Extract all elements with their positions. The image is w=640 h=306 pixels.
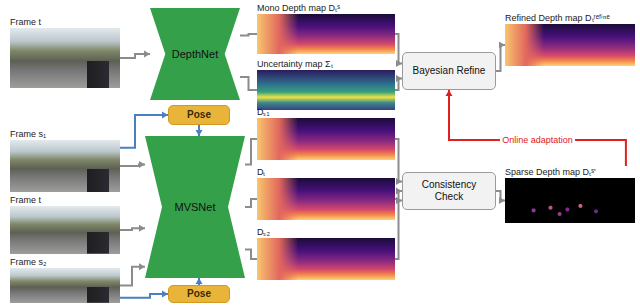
- image-thumbnail: [257, 70, 395, 110]
- image-thumbnail: [257, 238, 395, 280]
- connector: [395, 197, 402, 259]
- connector: [245, 199, 257, 207]
- depth-map: Refined Depth map Dₜʳᵉᶠⁱⁿᵉ: [505, 12, 635, 66]
- depth-map: Dₜ: [257, 166, 395, 220]
- node-label: Consistency Check: [407, 179, 491, 203]
- connector-line: [496, 45, 505, 71]
- connector: [196, 125, 203, 136]
- connector-line: [395, 139, 402, 182]
- image-caption: Dₛ₁: [257, 106, 270, 118]
- connector-line: [120, 294, 168, 298]
- input-frame: Frame s₁: [10, 128, 120, 192]
- node-label: Bayesian Refine: [413, 65, 486, 77]
- connector: [496, 42, 505, 72]
- image-thumbnail: [10, 28, 120, 88]
- connector: [120, 161, 145, 168]
- connector-line: [395, 201, 402, 260]
- connector: [240, 34, 257, 36]
- image-caption: Frame t: [10, 194, 41, 206]
- depthnet-network: DepthNet: [150, 8, 240, 100]
- image-caption: Dₜ: [257, 166, 266, 178]
- image-caption: Refined Depth map Dₜʳᵉᶠⁱⁿᵉ: [505, 12, 610, 24]
- edge-label: Online adaptation: [500, 135, 575, 146]
- depth-map: Dₛ₁: [257, 106, 395, 160]
- connector: [496, 191, 505, 204]
- image-caption: Dₛ₂: [257, 226, 270, 238]
- connector-line: [395, 34, 402, 63]
- input-frame: Frame t: [10, 16, 120, 88]
- image-thumbnail: [10, 140, 120, 192]
- node-label: Pose: [187, 288, 211, 300]
- arrow-head: [144, 51, 150, 58]
- connector: [120, 225, 145, 232]
- connector: [245, 250, 257, 259]
- image-thumbnail: [10, 268, 120, 303]
- process-box: Bayesian Refine: [402, 52, 496, 90]
- node-label: DepthNet: [172, 48, 218, 60]
- mvsnet-network: MVSNet: [145, 136, 245, 278]
- image-thumbnail: [257, 118, 395, 160]
- image-caption: Sparse Depth map Dₜˢ': [505, 166, 596, 178]
- image-thumbnail: [505, 178, 635, 223]
- input-frame: Frame t: [10, 194, 120, 254]
- node-label: MVSNet: [175, 201, 216, 213]
- image-thumbnail: [257, 14, 395, 54]
- connector: [240, 77, 257, 90]
- connector-line: [120, 267, 145, 286]
- connector: [395, 139, 402, 185]
- pose-box: Pose: [168, 285, 230, 303]
- connector-line: [449, 90, 626, 166]
- connector: [395, 75, 402, 90]
- node-label: Pose: [187, 109, 211, 121]
- arrow-head: [446, 90, 453, 96]
- connector: [120, 291, 168, 298]
- process-box: Consistency Check: [402, 172, 496, 210]
- image-caption: Mono Depth map Dₜˢ: [257, 2, 340, 14]
- image-caption: Uncertainty map Σₜ: [257, 58, 333, 70]
- connector-line: [240, 77, 257, 90]
- connector-line: [245, 139, 257, 164]
- image-thumbnail: [10, 206, 120, 254]
- connector: [120, 51, 150, 59]
- arrow-head: [139, 263, 145, 270]
- connector: [446, 90, 626, 166]
- arrow-head: [196, 278, 203, 284]
- input-frame: Frame s₂: [10, 256, 120, 303]
- connector: [196, 278, 203, 285]
- sparse-depth-map: Sparse Depth map Dₜˢ': [505, 166, 635, 223]
- image-caption: Frame s₂: [10, 256, 47, 268]
- depth-map: Mono Depth map Dₜˢ: [257, 2, 395, 54]
- arrow-head: [196, 130, 203, 136]
- image-thumbnail: [505, 24, 635, 66]
- image-caption: Frame t: [10, 16, 41, 28]
- connector: [120, 263, 145, 285]
- depth-map: Dₛ₂: [257, 226, 395, 280]
- connector-line: [240, 34, 257, 36]
- connector-line: [245, 250, 257, 259]
- connector-line: [245, 199, 257, 207]
- connector: [245, 139, 257, 164]
- image-thumbnail: [257, 178, 395, 220]
- pose-box: Pose: [168, 105, 230, 125]
- connector: [395, 34, 402, 67]
- uncertainty-map: Uncertainty map Σₜ: [257, 58, 395, 110]
- image-caption: Frame s₁: [10, 128, 46, 140]
- arrow-head: [139, 225, 145, 232]
- arrow-head: [139, 161, 145, 168]
